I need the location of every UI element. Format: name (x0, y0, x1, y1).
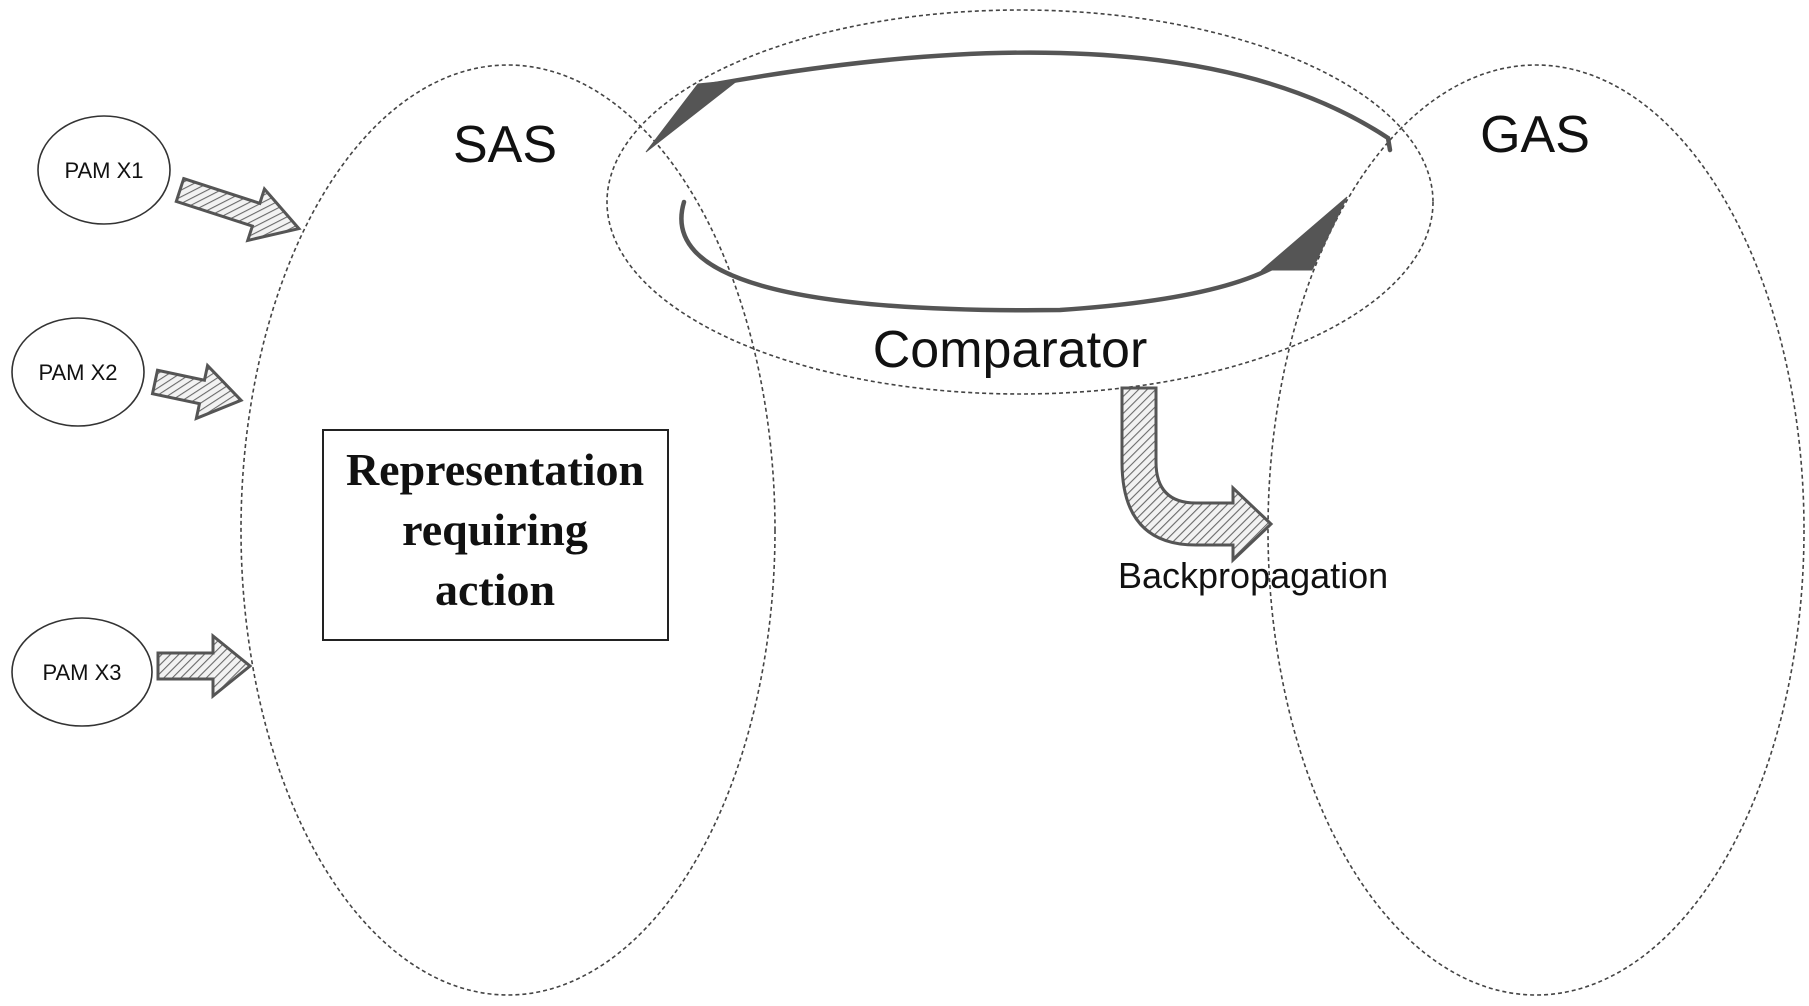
sas-label: SAS (453, 116, 557, 174)
loop-arc-top (707, 50, 1393, 153)
representation-line-3: action (435, 564, 555, 615)
loop-arrowhead-sas (645, 79, 740, 153)
pam-x3-node (11, 617, 153, 727)
representation-line-2: requiring (402, 504, 588, 555)
gas-label: GAS (1480, 106, 1590, 164)
comparator-region (606, 9, 1434, 395)
loop-arrowhead-gas (1260, 196, 1348, 271)
comparator-label: Comparator (873, 321, 1148, 379)
pam-x3-label: PAM X3 (42, 660, 121, 685)
pam-x1-arrow (174, 176, 302, 243)
backpropagation-label: Backpropagation (1118, 555, 1388, 596)
backpropagation-arrow (1120, 386, 1274, 564)
loop-arc-bottom (679, 199, 1275, 313)
pam-x3-arrow (156, 632, 253, 700)
gas-region (1267, 64, 1805, 996)
representation-line-1: Representation (346, 444, 644, 495)
pam-x2-node (11, 317, 145, 427)
pam-x1-node (37, 115, 171, 225)
sas-region (240, 64, 776, 996)
pam-x2-arrow (150, 362, 244, 421)
representation-box (322, 429, 669, 641)
pam-x1-label: PAM X1 (64, 158, 143, 183)
pam-x2-label: PAM X2 (38, 360, 117, 385)
